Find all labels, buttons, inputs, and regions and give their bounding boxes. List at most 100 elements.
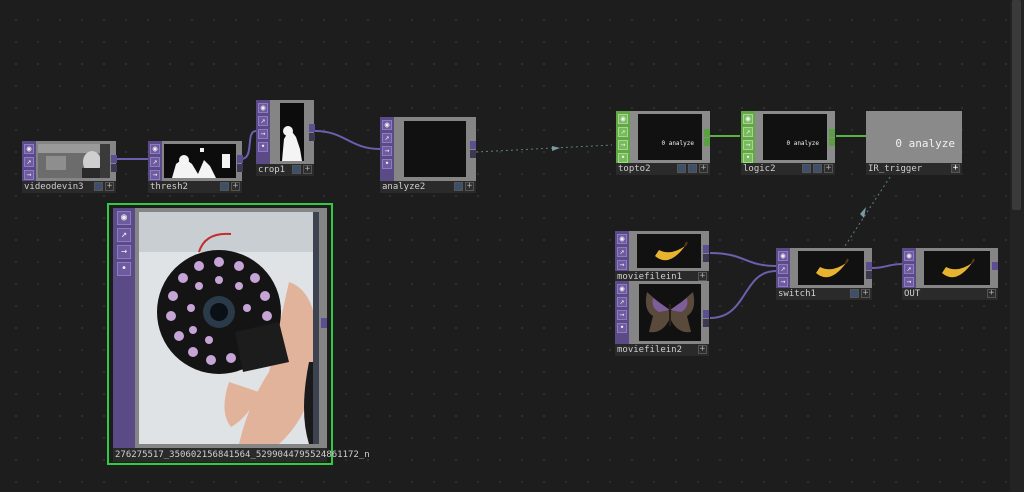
viewer-toggle-icon[interactable]: ◉: [618, 114, 628, 124]
node-switch1[interactable]: ◉ ↗ → switch1 +: [776, 248, 874, 302]
bypass-icon[interactable]: ↗: [382, 133, 392, 143]
node-name[interactable]: 276275517_350602156841564_52990447955248…: [113, 448, 370, 462]
plus-icon[interactable]: +: [465, 181, 474, 191]
cook-icon[interactable]: →: [258, 129, 268, 139]
node-ir-trigger[interactable]: 0 analyze IR_trigger +: [866, 111, 964, 176]
plus-icon[interactable]: +: [861, 288, 870, 298]
plus-icon[interactable]: +: [951, 163, 960, 173]
display-flag-icon[interactable]: [220, 182, 229, 191]
output-connector[interactable]: [829, 138, 835, 146]
node-name[interactable]: IR_trigger: [866, 163, 962, 175]
plus-icon[interactable]: +: [824, 163, 833, 173]
node-name[interactable]: thresh2: [148, 181, 242, 193]
output-connector[interactable]: [829, 129, 835, 137]
lock-icon[interactable]: •: [382, 159, 392, 169]
node-name[interactable]: logic2: [741, 163, 835, 175]
output-connector[interactable]: [703, 254, 709, 262]
output-connector[interactable]: [470, 141, 476, 149]
display-flag-icon[interactable]: [454, 182, 463, 191]
wire-analyze2-topto2[interactable]: [475, 144, 613, 153]
plus-icon[interactable]: +: [303, 164, 312, 174]
bypass-icon[interactable]: ↗: [150, 157, 160, 167]
plus-icon[interactable]: +: [987, 288, 996, 298]
display-flag-icon[interactable]: [94, 182, 103, 191]
viewer-toggle-icon[interactable]: ◉: [778, 251, 788, 261]
plus-icon[interactable]: +: [699, 163, 708, 173]
node-name[interactable]: analyze2: [380, 181, 476, 193]
bypass-icon[interactable]: ↗: [904, 264, 914, 274]
bypass-icon[interactable]: ↗: [778, 264, 788, 274]
cook-icon[interactable]: →: [617, 310, 627, 320]
viewer-toggle-icon[interactable]: ◉: [24, 144, 34, 154]
output-connector[interactable]: [237, 155, 243, 163]
wire-crop1-analyze2[interactable]: [314, 130, 381, 150]
cook-icon[interactable]: →: [382, 146, 392, 156]
bypass-icon[interactable]: ↗: [24, 157, 34, 167]
viewer-toggle-icon[interactable]: ◉: [743, 114, 753, 124]
bypass-icon[interactable]: ↗: [617, 297, 627, 307]
viewer-toggle-icon[interactable]: ◉: [258, 103, 268, 113]
cook-icon[interactable]: →: [778, 277, 788, 287]
output-connector[interactable]: [703, 310, 709, 318]
cook-icon[interactable]: →: [743, 140, 753, 150]
cook-icon[interactable]: →: [117, 245, 131, 259]
output-connector[interactable]: [309, 124, 315, 132]
output-connector[interactable]: [704, 138, 710, 146]
output-connector[interactable]: [237, 164, 243, 172]
wire-ir-trigger-switch1[interactable]: [842, 176, 891, 250]
output-connector[interactable]: [866, 262, 872, 270]
cook-icon[interactable]: →: [150, 170, 160, 180]
lock-icon[interactable]: •: [618, 153, 628, 163]
node-name[interactable]: topto2: [616, 163, 710, 175]
viewer-toggle-icon[interactable]: ◉: [904, 251, 914, 261]
bypass-icon[interactable]: ↗: [743, 127, 753, 137]
output-connector[interactable]: [704, 129, 710, 137]
bypass-icon[interactable]: ↗: [618, 127, 628, 137]
viewer-toggle-icon[interactable]: ◉: [382, 120, 392, 130]
lock-icon[interactable]: •: [117, 262, 131, 276]
node-name[interactable]: OUT: [902, 288, 998, 300]
display-flag-icon[interactable]: [802, 164, 811, 173]
lock-icon[interactable]: •: [258, 142, 268, 152]
scrollbar-thumb[interactable]: [1012, 0, 1021, 210]
bypass-icon[interactable]: ↗: [117, 228, 131, 242]
cook-icon[interactable]: →: [24, 170, 34, 180]
wire-moviefilein1-switch1[interactable]: [709, 252, 777, 267]
node-name[interactable]: moviefilein2: [615, 344, 709, 356]
output-connector[interactable]: [703, 245, 709, 253]
output-connector[interactable]: [111, 155, 117, 163]
node-thresh2[interactable]: ◉ ↗ → thresh2 +: [148, 141, 244, 193]
viewer-toggle-icon[interactable]: ◉: [117, 211, 131, 225]
display-flag-icon[interactable]: [292, 165, 301, 174]
output-connector[interactable]: [111, 164, 117, 172]
node-moviefilein1[interactable]: ◉ ↗ → moviefilein1 +: [615, 231, 711, 283]
bypass-icon[interactable]: ↗: [258, 116, 268, 126]
bypass-icon[interactable]: ↗: [617, 247, 627, 257]
node-moviefilein2[interactable]: ◉ ↗ → • moviefilein2 +: [615, 281, 711, 357]
plus-icon[interactable]: +: [698, 344, 707, 354]
node-videodevin3[interactable]: ◉ ↗ → videodevin3 +: [22, 141, 118, 193]
output-connector[interactable]: [703, 319, 709, 327]
node-logic2[interactable]: ◉ ↗ → • 0 analyze logic2 +: [741, 111, 837, 176]
node-name[interactable]: videodevin3: [22, 181, 116, 193]
node-analyze2[interactable]: ◉ ↗ → • analyze2 +: [380, 117, 478, 193]
viewer-toggle-icon[interactable]: ◉: [617, 284, 627, 294]
node-topto2[interactable]: ◉ ↗ → • 0 analyze topto2 +: [616, 111, 712, 176]
viewer-toggle-icon[interactable]: ◉: [150, 144, 160, 154]
cook-icon[interactable]: →: [904, 277, 914, 287]
plus-icon[interactable]: +: [698, 271, 707, 281]
display-flag-icon[interactable]: [688, 164, 697, 173]
wire-switch1-out[interactable]: [871, 263, 903, 269]
output-connector[interactable]: [866, 271, 872, 279]
output-connector[interactable]: [470, 150, 476, 158]
cook-icon[interactable]: →: [618, 140, 628, 150]
node-name[interactable]: switch1: [776, 288, 872, 300]
viewer-toggle-icon[interactable]: ◉: [617, 234, 627, 244]
plus-icon[interactable]: +: [105, 181, 114, 191]
cook-icon[interactable]: →: [617, 260, 627, 270]
node-crop1[interactable]: ◉ ↗ → • crop1 +: [256, 100, 316, 178]
node-name[interactable]: moviefilein1: [615, 271, 709, 283]
node-photo[interactable]: ◉ ↗ → •: [113, 208, 370, 462]
lock-icon[interactable]: •: [617, 323, 627, 333]
